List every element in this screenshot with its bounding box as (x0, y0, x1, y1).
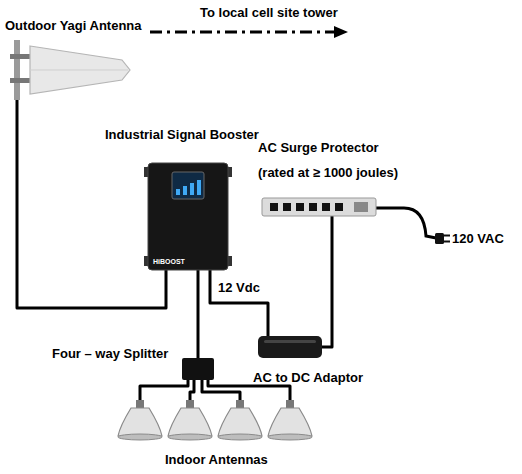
signal-booster-art (148, 163, 228, 270)
radome-seam (30, 70, 128, 71)
voltage-label: 12 Vdc (218, 280, 260, 296)
plug-prong (444, 235, 450, 237)
signal-bar (190, 183, 194, 195)
outlet (270, 203, 278, 211)
power-switch (354, 202, 368, 212)
power-plug (435, 233, 444, 244)
signal-direction-line (150, 31, 336, 34)
splitter-body (182, 358, 214, 380)
surge-protector: AC Surge Protector(rated at ≥ 1000 joule… (262, 198, 376, 216)
node-label: AC Surge Protector (258, 140, 379, 156)
indoor-antennas: Indoor Antennas (115, 400, 315, 444)
node-label: Industrial Signal Booster (105, 127, 259, 143)
mast (14, 40, 20, 100)
power-strip (262, 198, 376, 216)
signal-bar (183, 186, 187, 195)
ceiling-antenna (218, 400, 262, 440)
outlet (296, 203, 304, 211)
brand-logo: HiBOOST (153, 258, 185, 266)
lcd-screen (172, 172, 204, 199)
ceiling-antenna (168, 400, 212, 440)
arrow-head (334, 26, 348, 38)
adaptor-body (258, 336, 322, 358)
outlet (283, 203, 291, 211)
node-label: Indoor Antennas (165, 452, 268, 468)
cable (210, 270, 268, 336)
plug-prong (444, 241, 450, 243)
cable (322, 216, 332, 347)
yagi-antenna-art (6, 40, 132, 100)
four-way-splitter: Four – way Splitter (182, 358, 214, 380)
adaptor-highlight (264, 340, 316, 343)
ac-dc-adaptor: AC to DC Adaptor (258, 336, 322, 358)
node-label: Four – way Splitter (52, 346, 168, 362)
signal-bar (197, 180, 201, 195)
surge-protector-art (262, 198, 376, 216)
antenna-radome (30, 46, 130, 94)
voltage-label: 120 VAC (452, 231, 504, 247)
signal-bar (176, 189, 180, 195)
booster-housing (148, 163, 228, 270)
yagi-antenna: Outdoor Yagi Antenna (6, 40, 132, 100)
ac-dc-adaptor-art (258, 336, 322, 358)
node-label: (rated at ≥ 1000 joules) (258, 165, 398, 181)
outlet (309, 203, 317, 211)
node-label: AC to DC Adaptor (253, 370, 363, 386)
node-label: Outdoor Yagi Antenna (5, 18, 142, 34)
four-way-splitter-art (182, 358, 214, 380)
outlet (322, 203, 330, 211)
power-cord (376, 208, 436, 238)
mount-bracket (10, 78, 32, 83)
cable (197, 270, 200, 358)
outlet (335, 203, 343, 211)
indoor-antennas-art (115, 400, 315, 444)
mount-bracket (10, 54, 32, 59)
ceiling-antenna (118, 400, 162, 440)
ceiling-antenna (268, 400, 312, 440)
direction-label: To local cell site tower (200, 5, 338, 21)
signal-booster: Industrial Signal Booster (148, 163, 228, 270)
